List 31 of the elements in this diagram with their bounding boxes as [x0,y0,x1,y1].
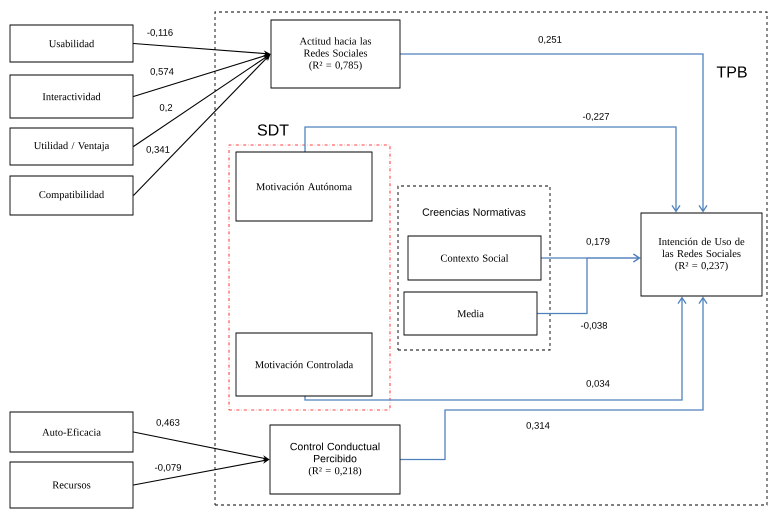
edge-label: 0,463 [155,418,181,428]
edge-label: 0,034 [585,379,611,389]
construct-box: Media [404,292,538,336]
edge-label: 0,314 [525,421,551,431]
construct-box: Contexto Social [408,236,542,280]
edge-label: 0,574 [149,67,175,77]
arrow [400,53,708,213]
arrow [400,296,708,460]
construct-box: Motivación Controlada [236,332,372,396]
construct-box: Control Conductual Percibido (R² = 0,218) [270,424,400,494]
construct-box: Auto-Eficacia [10,412,134,452]
construct-box: Usabilidad [10,24,134,62]
construct-box: Interactividad [10,74,134,118]
edge-label: 0,179 [585,237,611,247]
arrow [537,253,641,314]
construct-box: Compatibilidad [10,176,134,216]
construct-box: Actitud hacia las Redes Sociales (R² = 0,785) [270,20,400,88]
arrow [304,296,687,401]
edge-label: 0,251 [537,35,563,45]
edge-label: 0,2 [158,103,174,113]
construct-box: Utilidad / Ventaja [10,128,134,166]
construct-box: Recursos [10,462,134,508]
arrow [304,126,681,213]
edge-label: -0,038 [580,321,608,331]
edge-label: -0,079 [154,463,182,473]
edge-label: -0,116 [146,28,174,38]
edge-label: -0,227 [582,112,610,122]
node-label: SDT [258,124,289,136]
edge-label: 0,341 [145,145,171,155]
construct-box: Intención de Uso de las Redes Sociales (R² = 0,237) [640,212,762,296]
construct-box: Motivación Autónoma [236,152,372,222]
